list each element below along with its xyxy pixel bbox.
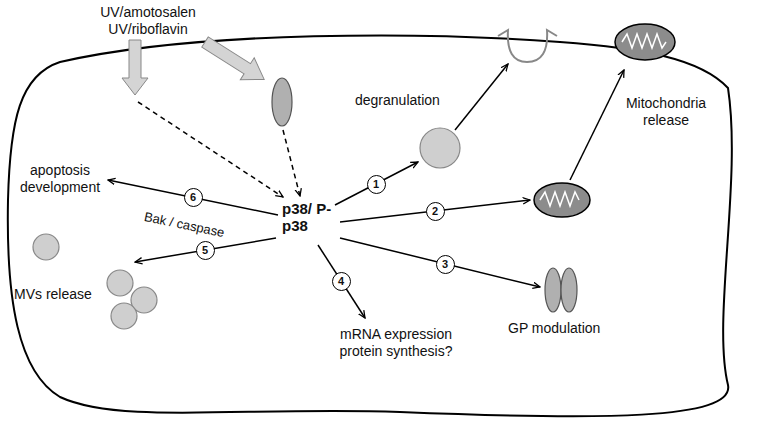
microvesicle xyxy=(33,234,59,260)
process-label: degranulation xyxy=(355,92,440,109)
kinase-label: p38/ P-p38 xyxy=(282,200,337,234)
callout-circle: 1 xyxy=(367,175,386,194)
cell-membrane xyxy=(8,35,732,416)
process-label: Mitochondria release xyxy=(618,95,714,129)
process-label: GP modulation xyxy=(508,320,600,337)
mitochondria-release-arrow xyxy=(570,70,624,180)
arrow-4 xyxy=(318,245,365,318)
callout-number: 4 xyxy=(338,276,344,287)
callout-circle: 6 xyxy=(184,188,203,207)
mitochondrion-cristae xyxy=(540,192,579,206)
arrow-2 xyxy=(340,200,530,222)
callout-circle: 5 xyxy=(196,241,215,260)
callout-circle: 4 xyxy=(332,272,351,291)
arrow-5 xyxy=(135,238,276,262)
stimulus-label: UV/amotosalen UV/riboflavin xyxy=(88,4,208,38)
callout-number: 3 xyxy=(442,259,448,270)
released-granule xyxy=(498,30,557,62)
microvesicle xyxy=(111,303,137,329)
callout-number: 1 xyxy=(373,179,379,190)
process-label: MVs release xyxy=(14,286,92,303)
mitochondrion-cristae xyxy=(622,34,666,48)
dashed-arrow xyxy=(138,102,283,197)
callout-number: 2 xyxy=(432,206,438,217)
pathway-label: Bak / caspase xyxy=(143,208,226,241)
glycoprotein xyxy=(545,268,561,312)
glycoprotein xyxy=(561,268,577,312)
arrow-6 xyxy=(108,180,278,215)
released-mitochondrion xyxy=(615,24,675,60)
mitochondrion xyxy=(534,183,590,217)
receptor xyxy=(272,78,292,126)
callout-circle: 3 xyxy=(436,255,455,274)
microvesicle xyxy=(107,270,133,296)
process-label: apoptosis development xyxy=(14,162,106,196)
process-label: mRNA expression protein synthesis? xyxy=(330,326,462,360)
uv-block-arrow xyxy=(198,31,271,90)
callout-number: 6 xyxy=(190,192,196,203)
arrow-1 xyxy=(335,162,418,205)
degranulation-arrow xyxy=(455,64,508,130)
granule xyxy=(420,128,460,168)
dashed-arrow xyxy=(283,130,300,196)
arrow-3 xyxy=(340,238,540,287)
uv-block-arrow xyxy=(122,40,148,95)
callout-number: 5 xyxy=(202,245,208,256)
callout-circle: 2 xyxy=(426,202,445,221)
